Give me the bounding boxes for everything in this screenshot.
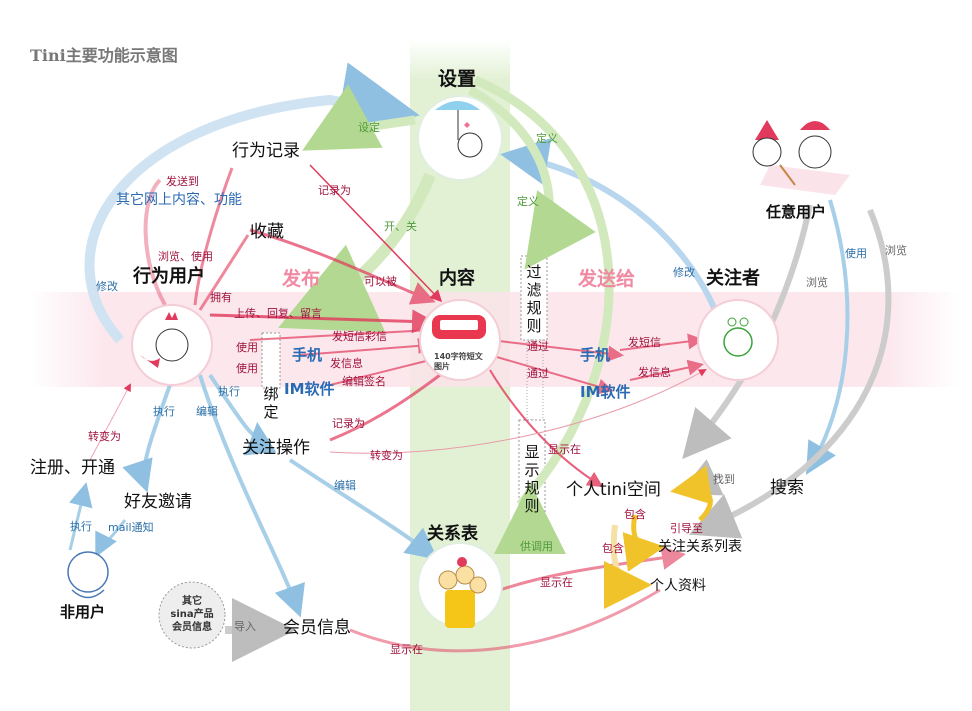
edge-record-as-1: 记录为: [318, 184, 351, 197]
node-bind: 绑 定: [263, 385, 279, 421]
any-user-mascot-2: [798, 135, 832, 169]
edge-send-msg-left: 发信息: [330, 357, 363, 370]
edge-pass-1: 通过: [527, 340, 549, 353]
edge-edit-2: 编辑: [334, 479, 356, 492]
node-other-content: 其它网上内容、功能: [116, 192, 242, 208]
node-relation-table: 关系表: [427, 524, 478, 544]
node-friend-invite: 好友邀请: [124, 492, 192, 512]
edge-import: 导入: [234, 620, 256, 633]
node-phone-right: 手机: [580, 346, 611, 364]
contain-arc-2: [603, 524, 652, 609]
node-favorites: 收藏: [250, 222, 284, 242]
label-content-desc: 140字符短文 图片: [434, 352, 483, 371]
edge-show-at-1: 显示在: [548, 443, 581, 456]
any-user-mascot-1: [752, 137, 782, 167]
edge-send-msg-right: 发信息: [638, 366, 671, 379]
contain-arc-1: [622, 514, 665, 572]
edge-pass-2: 通过: [527, 367, 549, 380]
edge-execute-1: 执行: [218, 385, 240, 398]
node-other-sina: 其它 sina产品 会员信息: [170, 596, 214, 633]
non-user-mascot-icon: [67, 551, 109, 593]
edge-edit-1: 编辑: [196, 405, 218, 418]
edge-own: 拥有: [210, 291, 232, 304]
follower-mascot-icon: [723, 327, 753, 357]
edge-show-at-2: 显示在: [540, 576, 573, 589]
node-register: 注册、开通: [30, 458, 115, 478]
label-send-to: 发送给: [578, 268, 636, 290]
edge-for-call: 供调用: [520, 540, 553, 553]
edge-modify-right: 修改: [673, 266, 695, 279]
edge-execute-2: 执行: [153, 405, 175, 418]
edge-lead-to: 引导至: [670, 522, 703, 535]
node-im-left: IM软件: [284, 380, 335, 398]
edge-find: 找到: [713, 473, 735, 486]
mascot-head: [457, 132, 483, 158]
edge-upload: 上传、回复、留言: [234, 307, 322, 320]
edge-can-be: 可以被: [364, 275, 397, 288]
modify-arc-left: [84, 62, 420, 344]
umbrella-icon: [435, 101, 480, 110]
user-mascot-icon: [155, 328, 189, 362]
node-im-right: IM软件: [580, 383, 631, 401]
any-user-shadow: [760, 165, 850, 195]
bind-box: [261, 332, 281, 389]
node-follow-list: 关注关系列表: [658, 539, 742, 555]
edge-use-right: 使用: [845, 247, 867, 260]
for-call-arc: [493, 482, 566, 555]
node-follower: 关注者: [706, 268, 760, 289]
edge-browse-1: 浏览: [806, 276, 828, 289]
node-display-rules: 显 示 规 则: [524, 443, 540, 515]
node-behavior-record: 行为记录: [232, 141, 300, 161]
cup-icon: [445, 590, 475, 628]
edge-send-sms-right: 发短信: [628, 336, 661, 349]
edge-transform-2: 转变为: [370, 449, 403, 462]
node-personal-profile: 个人资料: [650, 578, 706, 594]
node-behavior-user: 行为用户: [133, 266, 205, 287]
edge-set: 设定: [358, 121, 380, 134]
define-arc-2: [473, 75, 614, 509]
node-phone-left: 手机: [292, 346, 323, 364]
lead-to-arc: [670, 465, 713, 522]
edge-define-2: 定义: [517, 195, 539, 208]
edge-transform-1: 转变为: [88, 430, 121, 443]
node-member-info: 会员信息: [283, 618, 351, 638]
edge-send-to-small: 发送到: [166, 175, 199, 188]
node-settings: 设置: [438, 68, 477, 90]
edge-execute-3: 执行: [70, 520, 92, 533]
node-content: 内容: [439, 268, 475, 289]
edge-modify-left: 修改: [96, 280, 118, 293]
label-publish: 发布: [282, 268, 321, 290]
edge-use-1: 使用: [236, 341, 258, 354]
edge-define-1: 定义: [536, 132, 558, 145]
edge-record-as-2: 记录为: [332, 417, 365, 430]
node-search: 搜索: [770, 478, 804, 498]
define-arc-1: [467, 86, 596, 270]
node-any-user: 任意用户: [766, 203, 827, 221]
open-close-arc: [278, 172, 436, 333]
edge-edit-sign: 编辑签名: [342, 375, 386, 388]
edge-contain-2: 包含: [602, 542, 624, 555]
edge-open-close: 开、关: [384, 220, 417, 233]
edge-show-at-3: 显示在: [390, 643, 423, 656]
edge-use-2: 使用: [236, 362, 258, 375]
other-sina-circle: [158, 581, 226, 649]
edge-send-sms-mms: 发短信彩信: [332, 330, 387, 343]
node-filter-rules: 过 滤 规 则: [526, 263, 542, 335]
node-follow-op: 关注操作: [242, 438, 310, 458]
set-arc: [302, 84, 416, 151]
edge-mail-notice: mail通知: [108, 521, 154, 534]
node-personal-space: 个人tini空间: [566, 480, 661, 500]
edge-browse-use: 浏览、使用: [158, 250, 213, 263]
edge-contain-1: 包含: [624, 508, 646, 521]
node-non-user: 非用户: [60, 603, 106, 621]
edge-browse-2: 浏览: [885, 244, 907, 257]
diagram-title: Tini主要功能示意图: [30, 46, 178, 65]
